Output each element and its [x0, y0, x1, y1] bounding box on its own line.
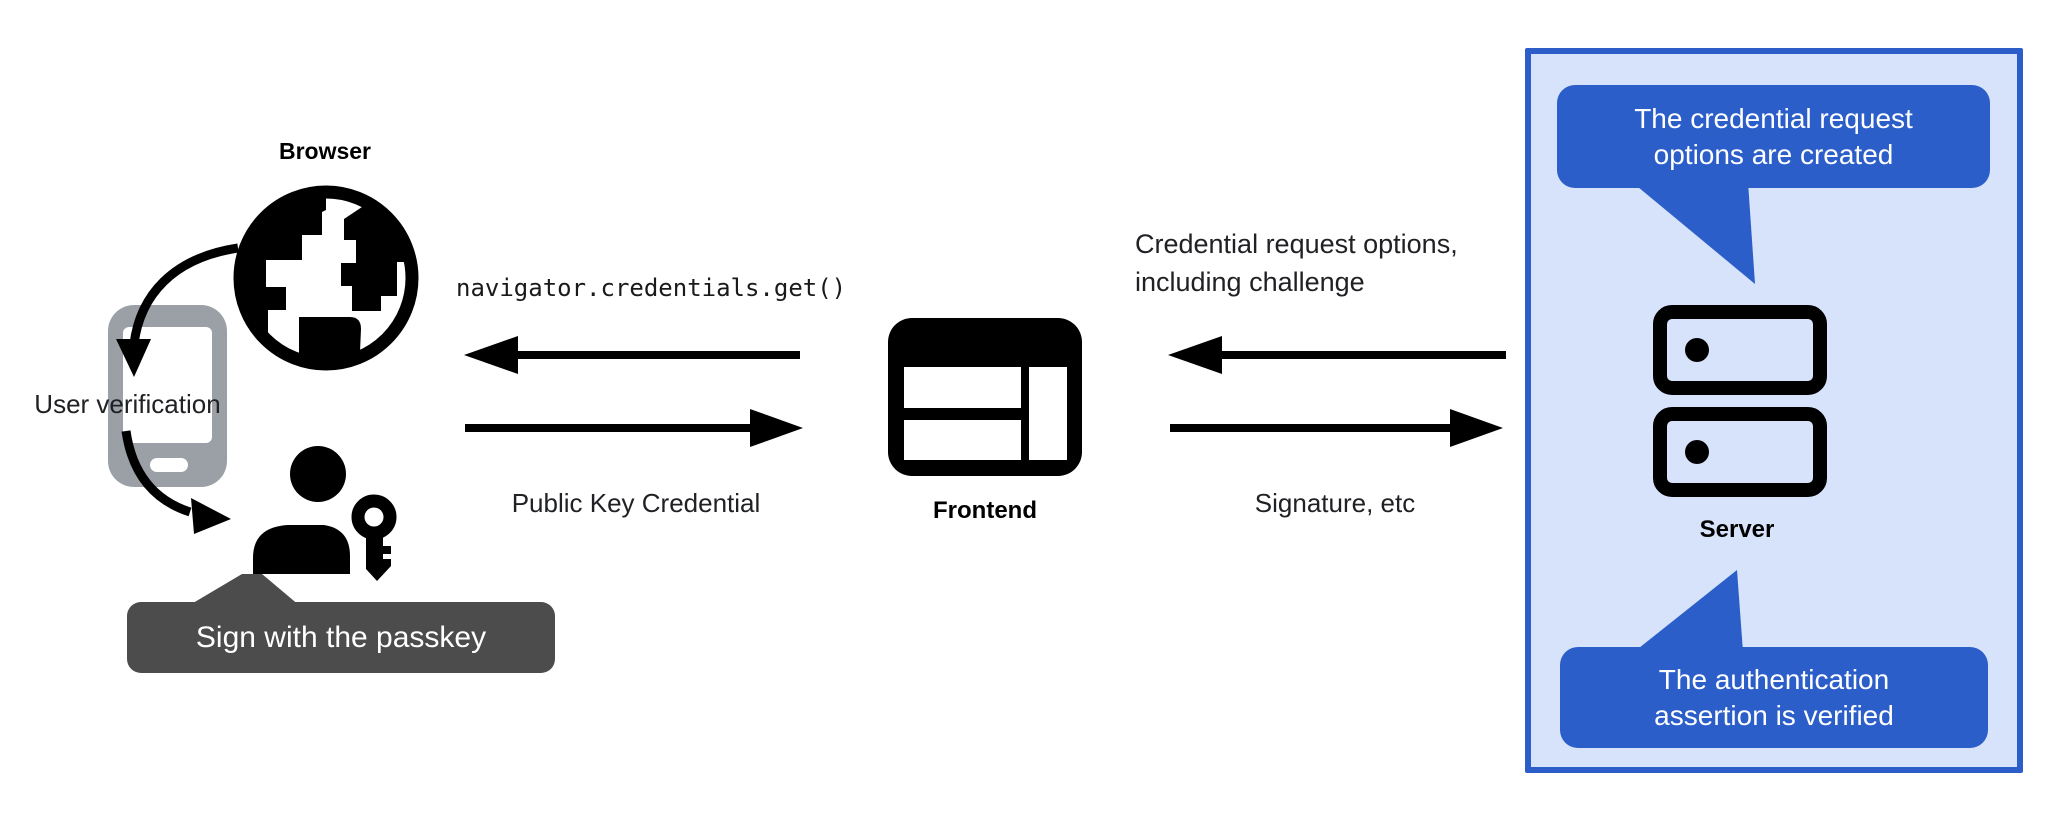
assertion-verified-bubble: The authentication assertion is verified [1560, 647, 1988, 748]
signature-etc-label: Signature, etc [1254, 488, 1416, 518]
browser-label: Browser [278, 138, 372, 164]
tooltip-tail [188, 574, 300, 606]
server-icon [1653, 305, 1827, 497]
top-bubble-line1: The credential request [1634, 102, 1913, 134]
public-key-credential-label: Public Key Credential [511, 488, 761, 518]
credential-request-options-line1: Credential request options, [1135, 229, 1458, 259]
sign-with-passkey-tooltip: Sign with the passkey [127, 602, 555, 673]
server-label: Server [1699, 516, 1775, 543]
navigator-credentials-get-code: navigator.credentials.get() [456, 274, 847, 302]
arrow-server-to-frontend [1168, 336, 1506, 374]
bottom-bubble-tail [1634, 570, 1743, 652]
browser-window-icon [888, 318, 1082, 476]
frontend-label: Frontend [933, 497, 1037, 524]
curved-arrow-phone-to-user [121, 430, 231, 534]
credential-request-created-bubble: The credential request options are creat… [1557, 85, 1990, 188]
top-bubble-tail [1632, 182, 1755, 284]
bottom-bubble-line1: The authentication [1658, 663, 1890, 695]
arrow-frontend-to-browser [464, 336, 800, 374]
user-verification-label: User verification [34, 389, 221, 419]
key-icon [351, 494, 397, 581]
top-bubble-line2: options are created [1653, 138, 1894, 170]
arrow-browser-to-frontend [465, 409, 803, 447]
globe-icon [233, 185, 419, 371]
tooltip-text: Sign with the passkey [195, 620, 487, 654]
credential-request-options-line2: including challenge [1135, 267, 1365, 297]
arrow-frontend-to-server [1170, 409, 1503, 447]
user-icon [253, 446, 350, 574]
credential-request-options-label: Credential request options, including ch… [1135, 225, 1458, 301]
bottom-bubble-line2: assertion is verified [1654, 699, 1894, 731]
curved-arrow-browser-to-phone [116, 243, 239, 377]
